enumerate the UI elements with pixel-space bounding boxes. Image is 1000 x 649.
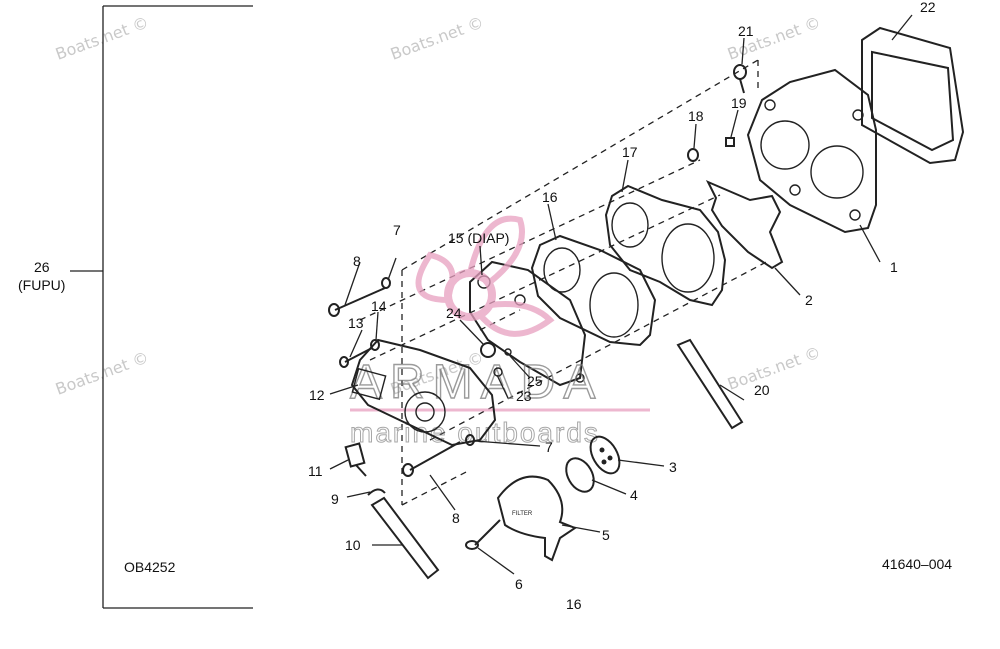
part-14-washer bbox=[370, 339, 380, 351]
part-18-nut bbox=[687, 148, 699, 162]
callout-14: 14 bbox=[371, 298, 387, 314]
group-number: 26 bbox=[34, 259, 50, 275]
part-10-hose bbox=[370, 496, 440, 580]
diagram-code-right: 41640–004 bbox=[882, 556, 952, 572]
part-3-valve-disc bbox=[589, 435, 621, 475]
part-1-pump-body bbox=[746, 68, 877, 234]
callout-13: 13 bbox=[348, 315, 364, 331]
callout-16: 16 bbox=[542, 189, 558, 205]
watermark: Boats.net © bbox=[388, 13, 486, 64]
callout-7: 7 bbox=[393, 222, 401, 238]
callout-25: 25 bbox=[527, 373, 543, 389]
callout-3: 3 bbox=[669, 459, 677, 475]
part-11-fitting bbox=[344, 442, 367, 477]
part-20-hose bbox=[676, 338, 744, 430]
part-22-gasket bbox=[861, 26, 965, 165]
part-13-screw bbox=[339, 347, 373, 368]
watermark: Boats.net © bbox=[725, 343, 823, 394]
watermark: Boats.net © bbox=[53, 348, 151, 399]
part-24-valve bbox=[480, 342, 496, 358]
diagram-code-left: OB4252 bbox=[124, 559, 176, 575]
callout-23: 23 bbox=[516, 388, 532, 404]
callout-4: 4 bbox=[630, 487, 638, 503]
assembly-lines bbox=[359, 59, 771, 506]
callout-10: 10 bbox=[345, 537, 361, 553]
callout-8: 8 bbox=[452, 510, 460, 526]
part-8-bolt bbox=[328, 287, 386, 317]
part-6-screw bbox=[465, 519, 501, 550]
watermark: Boats.net © bbox=[53, 13, 151, 64]
part-8-bolt bbox=[402, 441, 461, 477]
part-2-plate bbox=[705, 180, 784, 270]
callout-8: 8 bbox=[353, 253, 361, 269]
callout-24: 24 bbox=[446, 305, 462, 321]
svg-text:FILTER: FILTER bbox=[512, 511, 533, 517]
part-19-pin bbox=[725, 137, 735, 147]
part-7-washer bbox=[381, 277, 391, 289]
part-17-cover bbox=[604, 184, 727, 307]
callout-21: 21 bbox=[738, 23, 754, 39]
callout-7: 7 bbox=[545, 439, 553, 455]
leader-lines bbox=[329, 14, 913, 575]
part-21-screw bbox=[733, 64, 747, 94]
callout-2: 2 bbox=[805, 292, 813, 308]
callout-12: 12 bbox=[309, 387, 325, 403]
callout-9: 9 bbox=[331, 491, 339, 507]
callout-20: 20 bbox=[754, 382, 770, 398]
group-bracket bbox=[70, 5, 253, 609]
callout-19: 19 bbox=[731, 95, 747, 111]
callout-6: 6 bbox=[515, 576, 523, 592]
part-25-retainer bbox=[504, 348, 512, 356]
callout-22: 22 bbox=[920, 0, 936, 15]
callout-17: 17 bbox=[622, 144, 638, 160]
callout-11: 11 bbox=[308, 463, 323, 479]
part-5-filter-cover: FILTER bbox=[496, 475, 578, 562]
callout-18: 18 bbox=[688, 108, 704, 124]
part-16-gasket bbox=[530, 234, 657, 347]
group-name: (FUPU) bbox=[18, 277, 65, 293]
callout-5: 5 bbox=[602, 527, 610, 543]
callout-1: 1 bbox=[890, 259, 898, 275]
logo-brand: ARMADA bbox=[350, 356, 603, 409]
part-7-washer bbox=[465, 434, 475, 446]
logo-tagline: marine outboards bbox=[350, 417, 600, 448]
callout-16: 16 bbox=[566, 596, 582, 612]
callout-15-diap: 15 (DIAP) bbox=[448, 230, 509, 246]
part-12-pump-cover bbox=[350, 338, 497, 447]
part-9-clip bbox=[367, 488, 386, 496]
part-4-o-ring bbox=[565, 457, 595, 493]
